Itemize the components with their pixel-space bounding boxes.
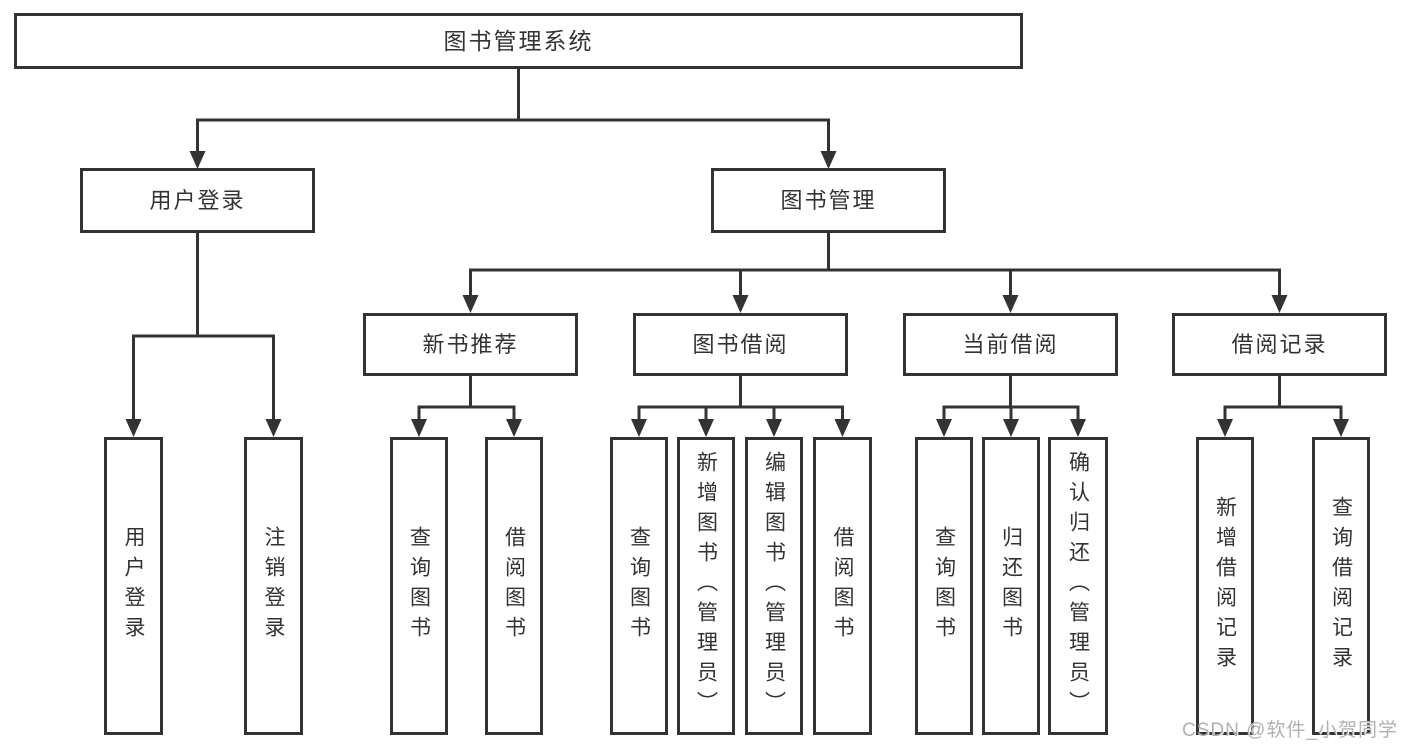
node-book-borrowing: 图书借阅 [633,313,848,376]
leaf-confirm-return-admin: 确认归还（管理员） [1048,437,1108,735]
watermark: CSDN @软件_小贺同学 [1182,720,1398,741]
leaf-borrow-books-recommend: 借阅图书 [485,437,543,735]
node-borrowing-records: 借阅记录 [1172,313,1387,376]
leaf-query-borrow-record: 查询借阅记录 [1312,437,1370,735]
leaf-borrow-books-borrowing: 借阅图书 [813,437,872,735]
leaf-logout: 注销登录 [244,437,303,735]
leaf-query-books-current: 查询图书 [915,437,973,735]
leaf-add-books-admin: 新增图书（管理员） [677,437,735,735]
node-current-borrowing: 当前借阅 [903,313,1118,376]
leaf-user-login: 用户登录 [104,437,163,735]
node-root: 图书管理系统 [14,13,1023,69]
leaf-query-books-recommend: 查询图书 [390,437,448,735]
leaf-query-books-borrowing: 查询图书 [610,437,668,735]
leaf-add-borrow-record: 新增借阅记录 [1196,437,1254,735]
node-book-management: 图书管理 [711,168,946,233]
leaf-return-books: 归还图书 [982,437,1040,735]
node-user-login: 用户登录 [80,168,315,233]
node-new-book-recommendation: 新书推荐 [363,313,578,376]
leaf-edit-books-admin: 编辑图书（管理员） [745,437,803,735]
